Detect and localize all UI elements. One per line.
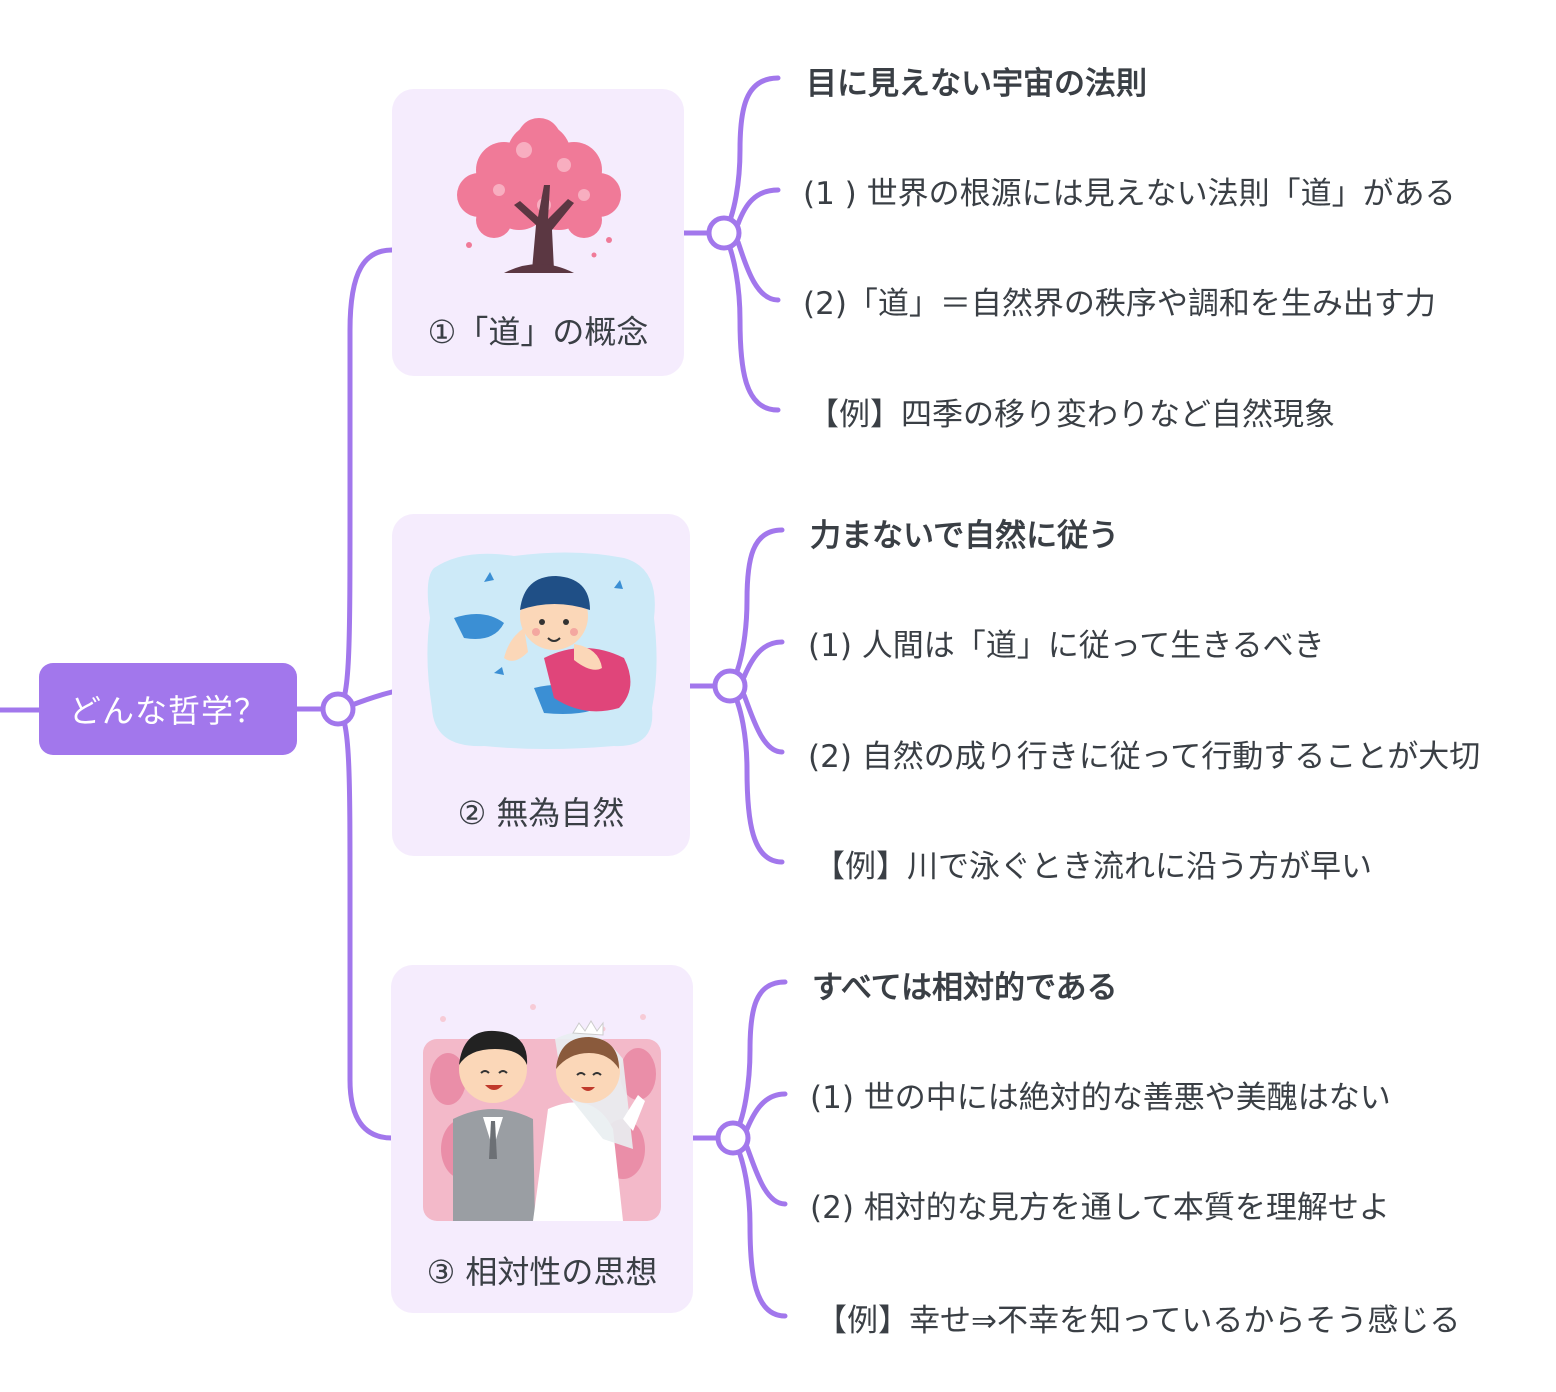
b3-link-1 (744, 1091, 788, 1132)
branch-3-item-0[interactable]: すべては相対的である (812, 970, 1118, 1006)
branch-card-3[interactable]: ③ 相対性の思想 (391, 965, 693, 1313)
b3-link-2 (744, 1144, 788, 1207)
branch-label-3: ③ 相対性の思想 (426, 1253, 658, 1291)
link-branch-3 (335, 706, 395, 1141)
b3-link-0 (730, 979, 788, 1141)
branch-2-hub-node (712, 668, 748, 704)
link-branch-1 (335, 247, 395, 712)
b2-link-0 (727, 527, 785, 689)
branch-1-item-2[interactable]: (2)「道」＝自然界の秩序や調和を生み出す力 (803, 286, 1436, 322)
branch-2-item-1[interactable]: (1) 人間は「道」に従って生きるべき (808, 628, 1325, 664)
cherry-blossom-tree-icon (457, 118, 621, 273)
root-node[interactable]: どんな哲学？ (39, 663, 297, 755)
b2-link-3 (727, 683, 785, 865)
branch-1-item-0[interactable]: 目に見えない宇宙の法則 (806, 66, 1147, 102)
b1-link-3 (721, 230, 781, 413)
branch-2-item-0[interactable]: 力まないで自然に従う (810, 518, 1120, 554)
swimmer-icon (427, 552, 657, 749)
branch-1-item-3[interactable]: 【例】四季の移り変わりなど自然現象 (808, 397, 1335, 433)
branch-3-item-1[interactable]: (1) 世の中には絶対的な善悪や美醜はない (810, 1080, 1391, 1116)
b1-link-2 (735, 239, 781, 303)
branch-3-hub-node (715, 1120, 751, 1156)
branch-1-item-1[interactable]: (1 ) 世界の根源には見えない法則「道」がある (803, 176, 1456, 212)
branch-label-2: ② 無為自然 (457, 794, 625, 832)
branch-card-2[interactable]: ② 無為自然 (392, 514, 690, 856)
branch-card-1[interactable]: ①「道」の概念 (392, 89, 684, 376)
branch-2-item-2[interactable]: (2) 自然の成り行きに従って行動することが大切 (808, 739, 1481, 775)
b3-link-3 (730, 1135, 788, 1319)
branch-1-hub-node (706, 215, 742, 251)
root-label: どんな哲学？ (68, 692, 267, 730)
b1-link-0 (721, 75, 781, 236)
b1-link-1 (735, 187, 781, 227)
b2-link-1 (741, 639, 785, 680)
branch-2-item-3[interactable]: 【例】川で泳ぐとき流れに沿う方が早い (814, 849, 1372, 885)
branch-label-1: ①「道」の概念 (427, 313, 649, 351)
branch-3-item-3[interactable]: 【例】幸せ⇒不幸を知っているからそう感じる (816, 1303, 1461, 1339)
wedding-couple-icon (423, 1004, 661, 1221)
link-branch-2 (349, 689, 395, 708)
branch-3-item-2[interactable]: (2) 相対的な見方を通して本質を理解せよ (810, 1190, 1390, 1226)
root-hub-node (320, 691, 356, 727)
b2-link-2 (741, 692, 785, 755)
